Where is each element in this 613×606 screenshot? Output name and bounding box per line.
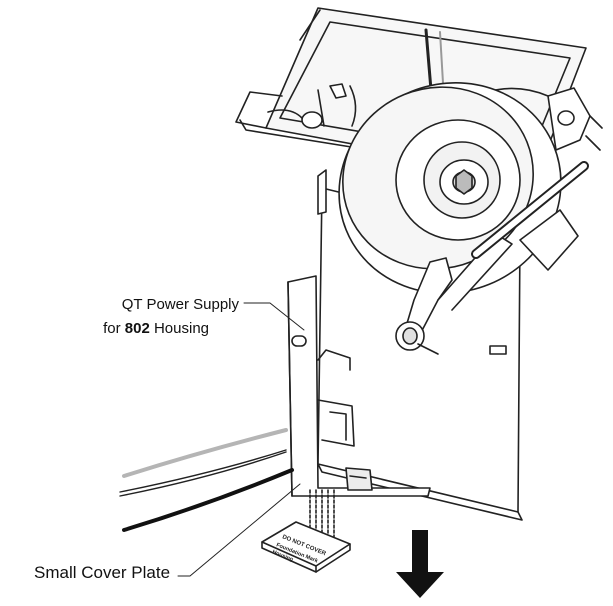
callout-prefix: for: [103, 320, 125, 337]
power-supply-callout-line2: for 802 Housing: [55, 317, 287, 341]
small-cover-plate: DO NOT COVER Foundation Mark Housing: [261, 521, 351, 573]
callout-suffix: Housing: [149, 320, 209, 337]
callout-housing-number: 802: [124, 320, 150, 337]
cable-bundle: [309, 489, 335, 549]
power-supply-callout: QT Power Supply for 802 Housing: [55, 293, 287, 341]
down-arrow-icon: [396, 530, 444, 598]
leader-lines: [177, 302, 305, 577]
power-supply-callout-line1: QT Power Supply: [121, 296, 239, 313]
lamp-arm: [395, 87, 603, 355]
supply-wires: [119, 428, 294, 532]
cover-plate-callout: Small Cover Plate: [34, 563, 171, 582]
